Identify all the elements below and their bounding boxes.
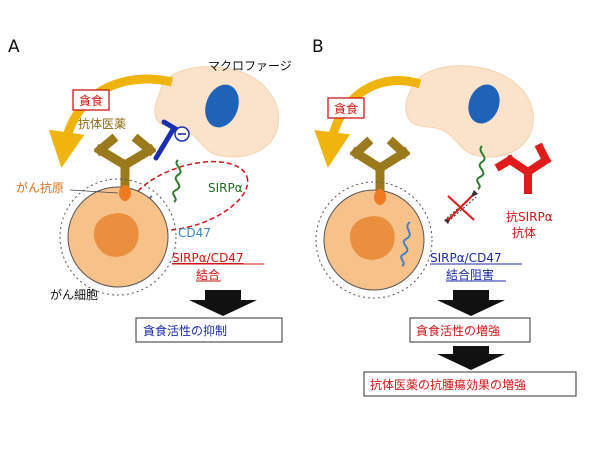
cd47-label-a: CD47: [178, 226, 211, 240]
block-label-b-2: 結合阻害: [446, 267, 494, 282]
cancer-cell-a: [59, 178, 177, 296]
cancer-nucleus-a: [93, 213, 139, 257]
panel-a-letter: A: [8, 37, 20, 57]
cd47-protein-b: [400, 221, 411, 267]
binding-label-a-2: 結合: [196, 267, 220, 282]
macrophage-nucleus-b: [468, 84, 500, 124]
down-arrow-a: [189, 290, 257, 316]
antibody-drug-a: [93, 133, 157, 191]
result-label-b-1: 貪食活性の増強: [416, 323, 500, 338]
down-arrow-b-2: [437, 346, 505, 370]
panel-b-letter: B: [312, 37, 324, 57]
phagocytosis-box-b: [327, 97, 365, 119]
macrophage-cell-a: [154, 66, 280, 158]
anti-sirpa-label-b-2: 抗体: [512, 225, 536, 240]
result-label-b-2: 抗体医薬の抗腫瘍効果の増強: [370, 377, 526, 392]
sirpa-receptor-a: [172, 159, 182, 203]
antibody-drug-b: [349, 136, 411, 195]
phagocytosis-box-a: [72, 89, 110, 111]
macrophage-label-a: マクロファージ: [208, 59, 292, 73]
phagocytosis-label-a: 貪食: [79, 93, 103, 108]
phagocytosis-label-b: 貪食: [334, 101, 358, 116]
anti-sirpa-label-b-1: 抗SIRPα: [506, 209, 553, 224]
result-label-a: 貪食活性の抑制: [143, 323, 227, 338]
cancer-antigen-a: [119, 185, 131, 201]
anti-sirpa-antibody-b: [494, 142, 552, 194]
cancer-cell-b: [315, 181, 433, 299]
panel-b: B 貪食 抗SIRPα 抗体: [312, 37, 577, 397]
macrophage-nucleus-a: [205, 84, 239, 128]
sirpa-receptor-b: [476, 145, 486, 190]
cancer-cell-label-a: がん細胞: [50, 287, 98, 302]
result-box-a: [135, 317, 283, 343]
block-label-b-1: SIRPα/CD47: [430, 251, 502, 265]
down-arrow-b-1: [437, 290, 505, 316]
antibody-drug-label-a: 抗体医薬: [78, 116, 126, 131]
blocked-interaction-icon: [444, 190, 478, 224]
phagocytosis-arrow-b: [314, 76, 422, 168]
cancer-antigen-label-a: がん抗原: [16, 180, 64, 195]
panel-a: A マクロファージ 貪食 抗体医薬: [8, 37, 292, 343]
result-box-b-2: [363, 371, 577, 397]
cancer-antigen-b: [374, 189, 386, 205]
cancer-nucleus-b: [349, 216, 395, 260]
macrophage-cell-b: [405, 65, 534, 158]
sirpa-label-a: SIRPα: [208, 181, 243, 195]
result-box-b-1: [409, 317, 531, 343]
binding-label-a-1: SIRPα/CD47: [172, 251, 244, 265]
